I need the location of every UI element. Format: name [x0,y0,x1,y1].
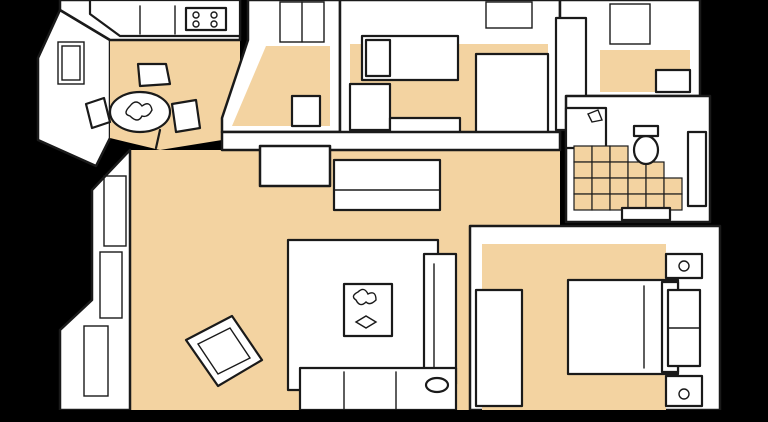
partition-stub [258,144,332,188]
study-window [485,1,533,29]
dining-window [57,41,85,85]
dining-table [108,90,172,134]
study [338,0,562,142]
armchair [184,314,264,388]
nightstand-top [664,252,704,280]
toilet [632,134,660,166]
burner-4 [210,20,218,28]
closet-door [609,3,651,45]
dining-chair-top [136,62,172,88]
nightstand-bottom [664,374,704,408]
kitchen [58,0,242,42]
bathroom-tile-floor [573,145,683,211]
lamp-bottom-icon [678,388,690,400]
faucet-icon [587,109,603,123]
dining-area [36,8,240,168]
lamp-top-icon [678,260,690,272]
living-window-2 [99,251,123,319]
study-rug [474,52,550,136]
living-window-3 [83,325,109,397]
bathroom [564,94,712,224]
bedroom-small [220,0,342,134]
chair-leg [154,128,162,150]
stove [184,6,228,32]
side-table [424,376,450,394]
closet-shelf [654,68,692,94]
bathtub [686,130,708,208]
armchair-seat [196,327,252,375]
burner-2 [210,11,218,19]
bottom-edge [0,410,768,422]
living-window-1 [103,175,127,247]
master-wardrobe [474,288,524,408]
toilet-tank [632,124,660,138]
burner-1 [192,11,200,19]
master-bedroom [468,224,722,412]
coffee-table-tray [354,315,378,329]
bedroom-small-dresser [290,94,322,128]
dining-chair-right [170,98,202,134]
study-bed-pillow [364,38,392,78]
study-desk [348,82,392,132]
coffee-table [342,282,394,338]
master-bed [566,278,680,376]
burner-3 [192,20,200,28]
dining-window-pane [61,45,81,81]
coffee-table-flower-icon [352,288,377,306]
table-flower-icon [125,101,153,121]
bookcase [332,158,442,212]
living-room [58,130,562,412]
sofa-right [422,252,458,386]
dining-chair-left [84,96,112,130]
living-left-wall [58,148,132,412]
bath-mat [620,206,672,222]
